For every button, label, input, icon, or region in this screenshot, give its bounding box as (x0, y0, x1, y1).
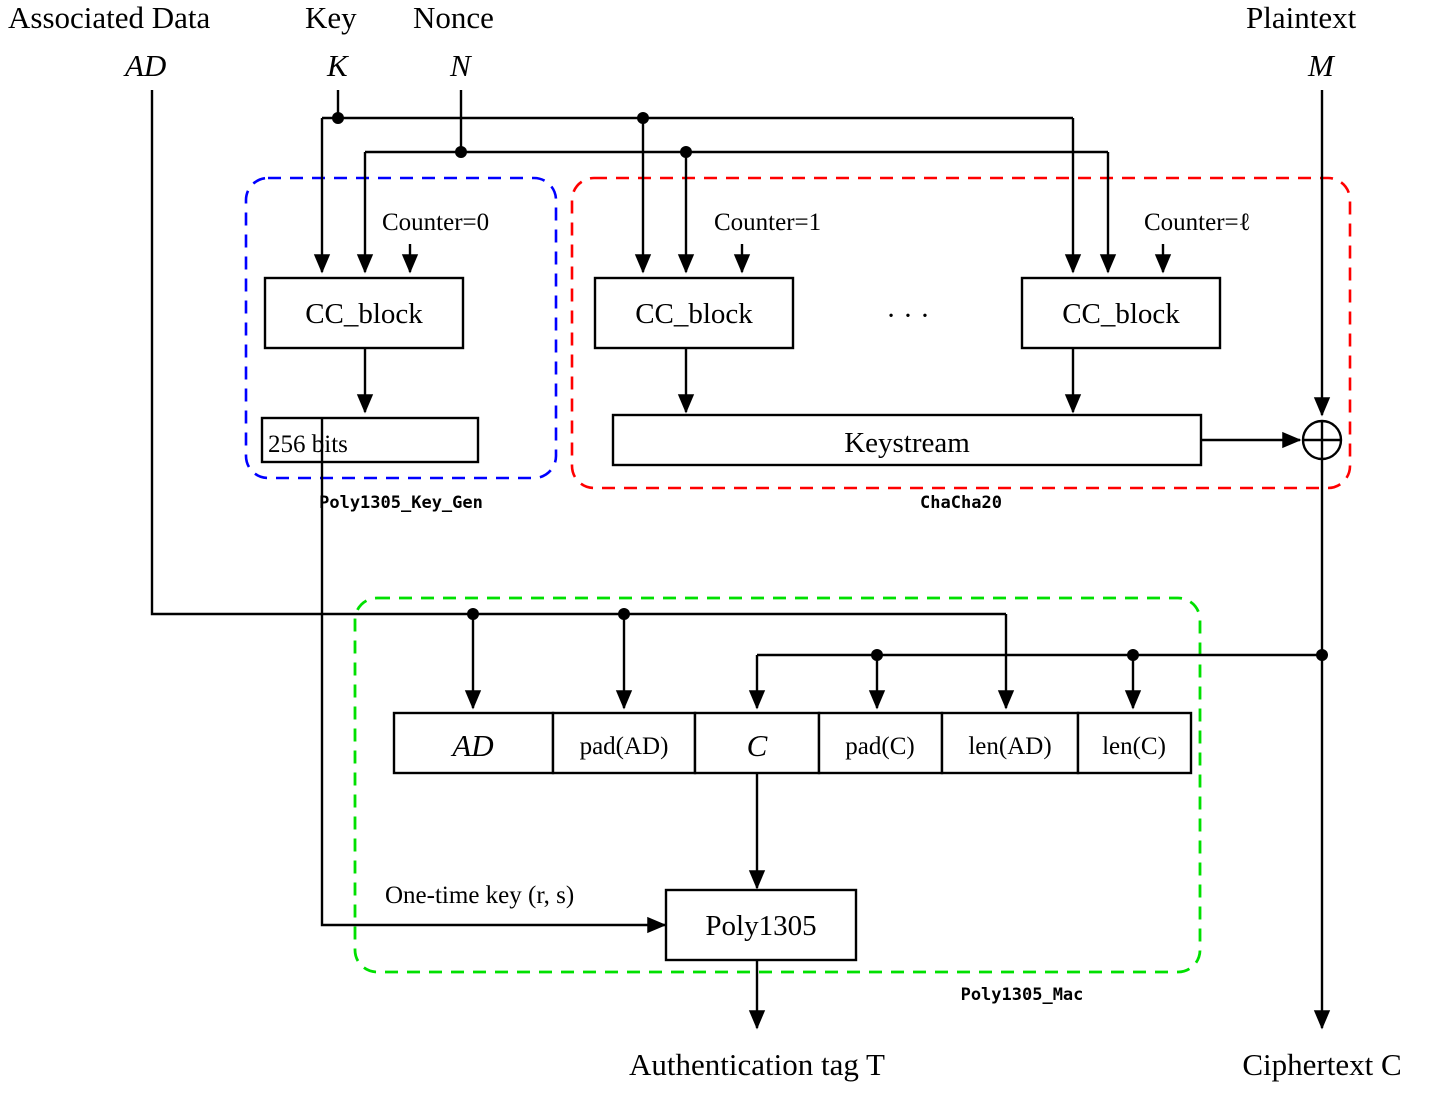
counter-label-l: Counter=ℓ (1144, 209, 1251, 236)
junction-dot-key-b (637, 112, 649, 124)
block-label-poly1305: Poly1305 (705, 910, 816, 942)
junction-dot-c-a (871, 649, 883, 661)
ellipsis-between-blocks: · · · (886, 300, 929, 332)
input-label-associated-data: Associated Data (8, 0, 211, 35)
block-cc-block-1[interactable] (593, 276, 795, 350)
onetime-key-label: One-time key (r, s) (385, 882, 574, 909)
group-box-chacha20 (570, 176, 1352, 490)
block-cc-block-0[interactable] (263, 276, 465, 350)
block-label-cc-block-1: CC_block (635, 298, 753, 330)
block-256-bits[interactable] (260, 416, 480, 464)
mac-cell-label-len-ad: len(AD) (968, 733, 1051, 760)
group-caption-poly1305-mac: Poly1305_Mac (961, 985, 1084, 1005)
junction-dot-c-b (1127, 649, 1139, 661)
block-cc-block-l[interactable] (1020, 276, 1222, 350)
mac-cell-pad-ad[interactable] (551, 711, 697, 775)
wire-ad-drop (150, 90, 468, 616)
block-poly1305[interactable] (664, 888, 858, 962)
mac-cell-label-pad-ad: pad(AD) (580, 733, 669, 760)
input-label-plaintext: Plaintext (1246, 0, 1357, 35)
mac-cell-len-ad[interactable] (940, 711, 1080, 775)
group-box-poly1305-key-gen (244, 176, 558, 480)
group-caption-chacha20: ChaCha20 (920, 493, 1002, 513)
input-symbol-m: M (1307, 48, 1336, 83)
junction-dot-key-a (332, 112, 344, 124)
junction-dot-ad-b (618, 608, 630, 620)
block-label-cc-block-0: CC_block (305, 298, 423, 330)
output-label-ciphertext: Ciphertext C (1242, 1047, 1401, 1082)
junction-dot-ad-a (467, 608, 479, 620)
mac-cell-label-len-c: len(C) (1102, 733, 1166, 760)
mac-cell-label-c: C (747, 728, 768, 763)
mac-cell-ad[interactable] (392, 711, 555, 775)
output-label-authentication-tag: Authentication tag T (629, 1047, 885, 1082)
mac-cell-len-c[interactable] (1076, 711, 1193, 775)
mac-cell-pad-c[interactable] (817, 711, 944, 775)
group-caption-poly1305-key-gen: Poly1305_Key_Gen (319, 493, 483, 513)
input-label-nonce: Nonce (413, 0, 494, 35)
input-symbol-k: K (326, 48, 350, 83)
mac-cell-label-ad: AD (450, 728, 493, 763)
group-box-poly1305-mac (353, 596, 1202, 974)
block-label-256-bits: 256 bits (268, 431, 348, 458)
junction-dot-nonce-a (455, 146, 467, 158)
mac-cell-label-pad-c: pad(C) (845, 733, 914, 760)
block-label-keystream: Keystream (844, 427, 970, 459)
input-label-key: Key (305, 0, 357, 35)
counter-label-1: Counter=1 (714, 209, 821, 236)
input-symbol-ad: AD (123, 48, 166, 83)
counter-label-0: Counter=0 (382, 209, 489, 236)
block-label-cc-block-l: CC_block (1062, 298, 1180, 330)
input-symbol-n: N (449, 48, 473, 83)
junction-dot-nonce-b (680, 146, 692, 158)
block-keystream[interactable] (611, 413, 1203, 467)
wire-onetime-key (320, 462, 667, 934)
